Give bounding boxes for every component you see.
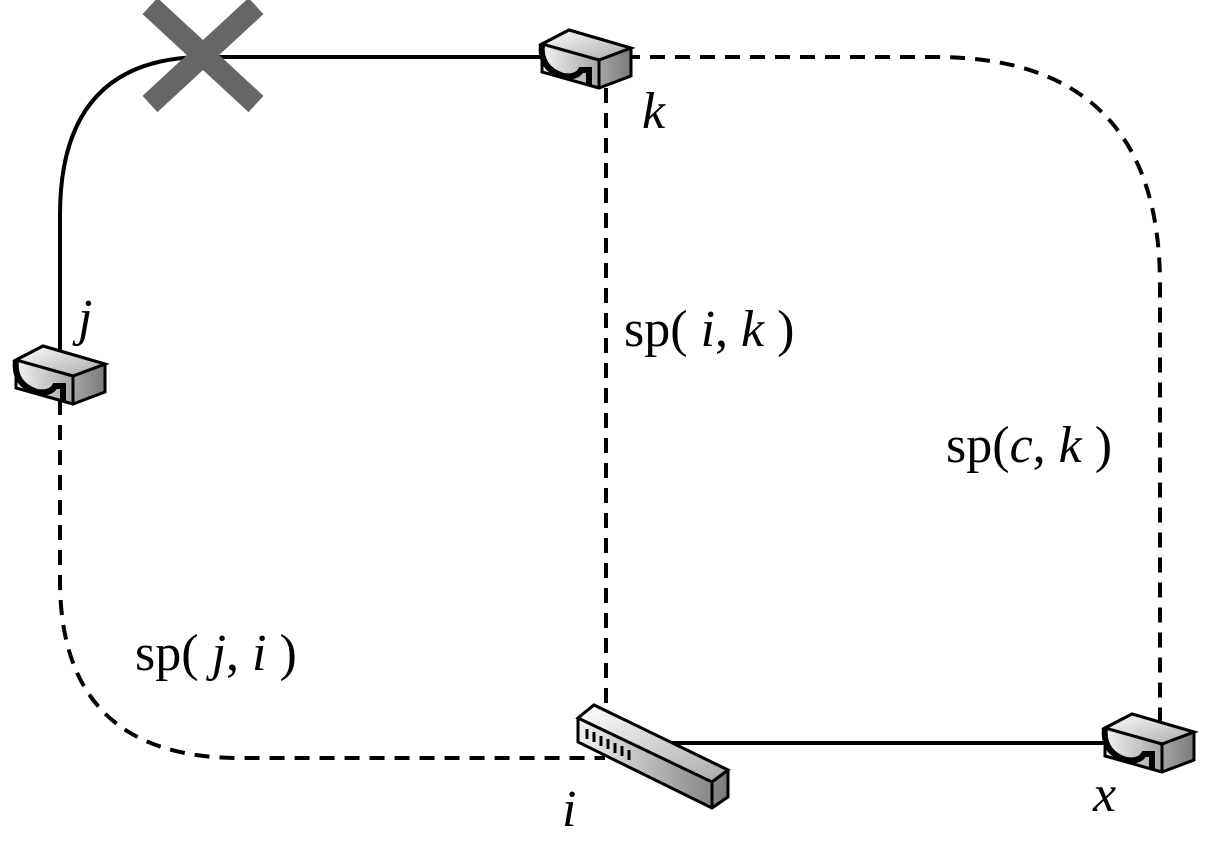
path-sp-j-i bbox=[58, 400, 605, 760]
path-sp-c-k bbox=[625, 55, 1162, 730]
link-j-k-solid bbox=[58, 55, 555, 355]
node-k-label: k bbox=[642, 83, 666, 140]
label-sp-j-i: sp( j, i ) bbox=[135, 625, 297, 682]
switch-i-icon bbox=[575, 703, 731, 810]
label-sp-c-k: sp(c, k ) bbox=[946, 417, 1112, 474]
router-x-icon bbox=[1100, 712, 1199, 774]
router-j-icon bbox=[11, 344, 110, 406]
node-x-label: x bbox=[1092, 766, 1116, 823]
label-sp-i-k: sp( i, k ) bbox=[624, 301, 794, 358]
cross-icon bbox=[142, 0, 264, 113]
node-j-label: j bbox=[72, 290, 92, 347]
router-k-icon bbox=[537, 28, 636, 90]
node-i-label: i bbox=[562, 781, 576, 838]
